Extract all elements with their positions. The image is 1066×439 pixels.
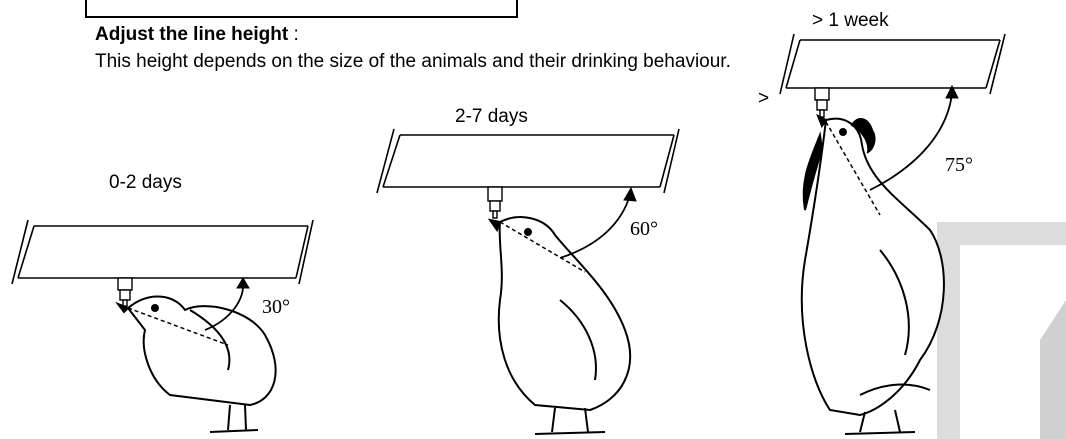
section-heading: Adjust the line height :	[95, 24, 299, 46]
pipe-0-2-days	[12, 220, 313, 284]
age-label-1-week: > 1 week	[812, 10, 889, 32]
chick-0-2-days	[118, 296, 276, 432]
pipe-1-week	[780, 34, 1005, 94]
nipple-0-2-days	[118, 278, 132, 306]
heading-suffix: :	[288, 24, 299, 45]
nipple-1-week	[815, 88, 829, 117]
chicken-2-7-days	[490, 217, 630, 434]
age-label-2-7-days: 2-7 days	[455, 106, 528, 128]
top-box-outline	[86, 0, 517, 17]
nipple-2-7-days	[488, 187, 502, 218]
angle-label-30: 30°	[262, 296, 290, 319]
watermark-shapes	[937, 222, 1066, 439]
stray-mark: >	[758, 88, 769, 110]
description-text: This height depends on the size of the a…	[95, 50, 755, 73]
angle-label-60: 60°	[630, 218, 658, 241]
hen-1-week	[802, 116, 944, 434]
angle-label-75: 75°	[945, 154, 973, 177]
pipe-2-7-days	[377, 129, 679, 193]
heading-bold-text: Adjust the line height	[95, 24, 288, 45]
age-label-0-2-days: 0-2 days	[109, 172, 182, 194]
